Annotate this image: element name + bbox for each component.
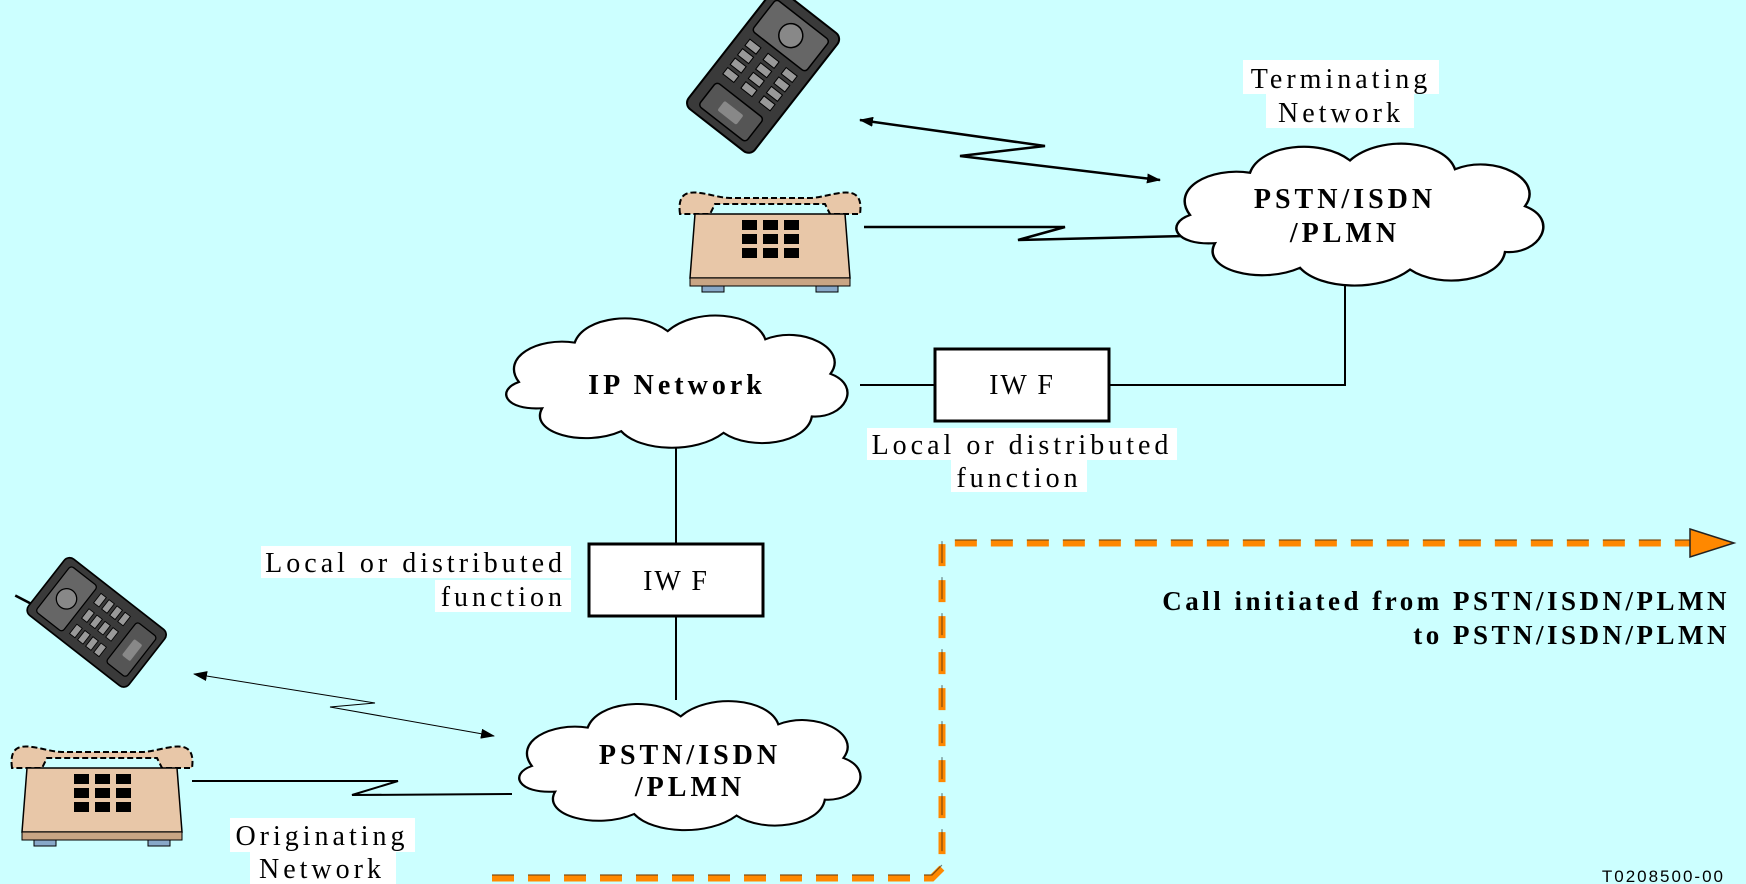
terminating-network-line2: Network: [1278, 98, 1404, 129]
iwf-left-note-line1: Local or distributed: [265, 548, 566, 579]
iwf-right-label: IW F: [989, 370, 1055, 401]
originating-network-line1: Originating: [235, 821, 408, 852]
cloud-ip-network-label: IP Network: [588, 370, 766, 401]
iwf-box-right: IW F: [933, 347, 1111, 423]
iwf-box-left: IW F: [587, 542, 765, 618]
cloud-terminating-line1: PSTN/ISDN: [1254, 184, 1436, 215]
terminating-network-line1: Terminating: [1251, 64, 1431, 95]
cloud-terminating-line2: /PLMN: [1289, 218, 1400, 249]
iwf-left-label: IW F: [643, 566, 709, 597]
figure-reference: T0208500-00: [1602, 867, 1725, 884]
terminating-label-bg: [1243, 60, 1439, 94]
iwf-right-note-line2: function: [956, 463, 1081, 494]
originating-label-bg: [230, 818, 415, 852]
cloud-originating-line1: PSTN/ISDN: [599, 740, 781, 771]
desk-telephone-icon: [678, 191, 862, 293]
mobile-phone-icon: [14, 556, 167, 688]
iwf-left-note-line2: function: [441, 582, 566, 613]
call-path: [492, 527, 1737, 882]
links: [192, 116, 1357, 796]
arrowhead-icon: [1689, 527, 1737, 559]
terminating-label-bg2: [1266, 94, 1414, 128]
cloud-originating-line2: /PLMN: [634, 772, 745, 803]
call-path-line1: Call initiated from PSTN/ISDN/PLMN: [1162, 586, 1730, 616]
iwf-left-note-bg2: [435, 580, 571, 612]
mobile-phone-icon: [686, 0, 841, 154]
iwf-right-note-line1: Local or distributed: [872, 430, 1173, 461]
iwf-right-note-bg2: [951, 460, 1087, 492]
iwf-left-note-bg: [261, 546, 571, 578]
originating-label-bg2: [250, 852, 396, 884]
call-path-line2: to PSTN/ISDN/PLMN: [1413, 620, 1730, 650]
desk-telephone-icon: [10, 745, 194, 847]
originating-network-line2: Network: [259, 854, 385, 884]
iwf-right-note-bg: [867, 428, 1177, 460]
